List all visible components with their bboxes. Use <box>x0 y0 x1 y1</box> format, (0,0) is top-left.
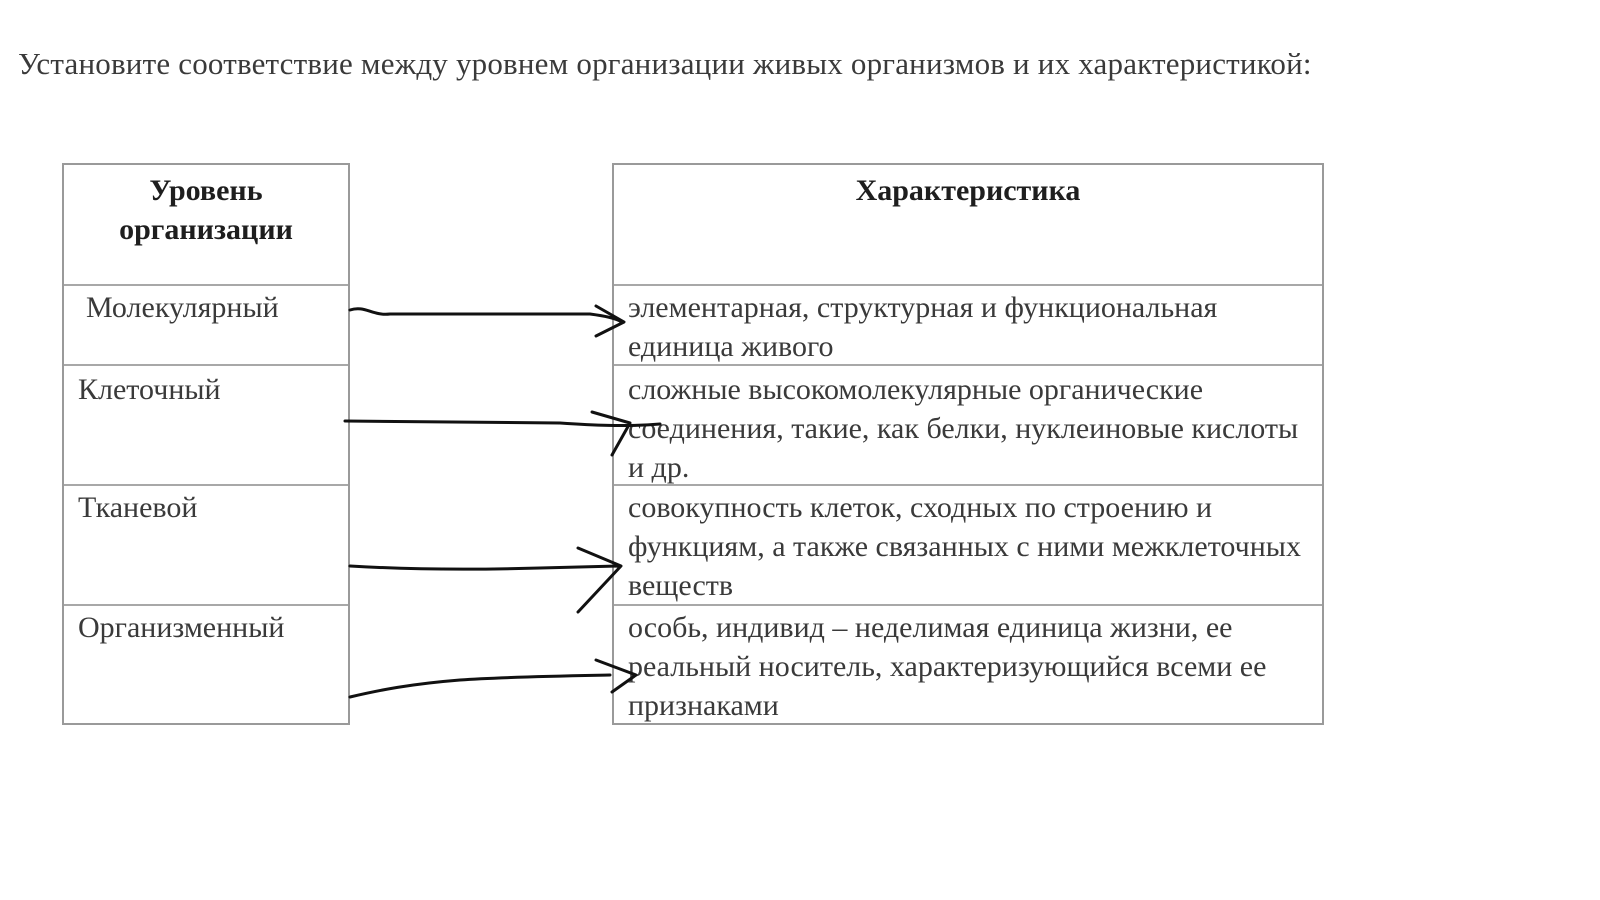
level-row-cellular: Клеточный <box>64 366 348 486</box>
level-row-tissue: Тканевой <box>64 486 348 606</box>
characteristic-row-2: сложные высокомолекулярные органические … <box>614 366 1322 486</box>
cropped-text-line: Н <box>18 768 578 776</box>
level-header: Уровень организации <box>64 165 348 286</box>
characteristic-row-1: элементарная, структурная и функциональн… <box>614 286 1322 366</box>
level-table: Уровень организации Молекулярный Клеточн… <box>62 163 350 725</box>
arrow-tissue <box>348 546 623 614</box>
characteristic-row-3: совокупность клеток, сходных по строению… <box>614 486 1322 606</box>
arrow-organism <box>348 658 638 699</box>
level-row-organism: Организменный <box>78 611 285 644</box>
characteristic-row-4: особь, индивид – неделимая единица жизни… <box>628 611 1267 722</box>
arrow-molecular <box>348 304 626 338</box>
characteristic-table: Характеристика элементарная, структурная… <box>612 163 1324 725</box>
characteristic-header: Характеристика <box>614 165 1322 286</box>
task-text: Установите соответствие между уровнем ор… <box>18 46 1312 81</box>
level-row-molecular: Молекулярный <box>64 286 348 366</box>
